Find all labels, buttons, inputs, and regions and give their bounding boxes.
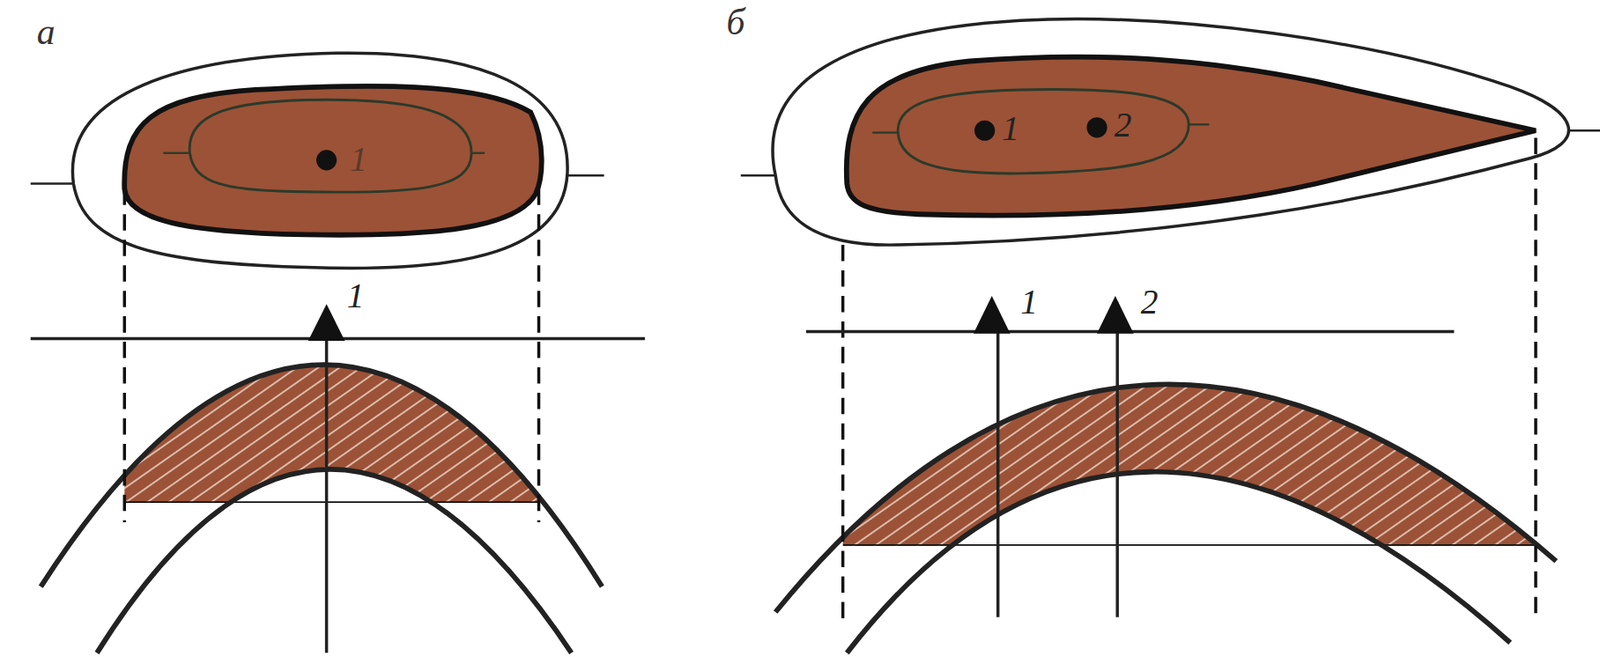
map-b: [740, 19, 1600, 246]
map-a: [30, 52, 605, 268]
callout-number: 1: [1020, 285, 1038, 320]
callout-number: 1: [347, 279, 365, 314]
section-b: [775, 137, 1556, 653]
callout-number: 2: [1114, 108, 1133, 143]
section-a: [30, 188, 645, 653]
callout-number: 1: [349, 142, 368, 178]
callout-number: 1: [1001, 111, 1020, 147]
callout-number: 2: [1140, 285, 1159, 320]
panel-letter: а: [37, 14, 56, 52]
panel-letter: б: [726, 4, 746, 42]
